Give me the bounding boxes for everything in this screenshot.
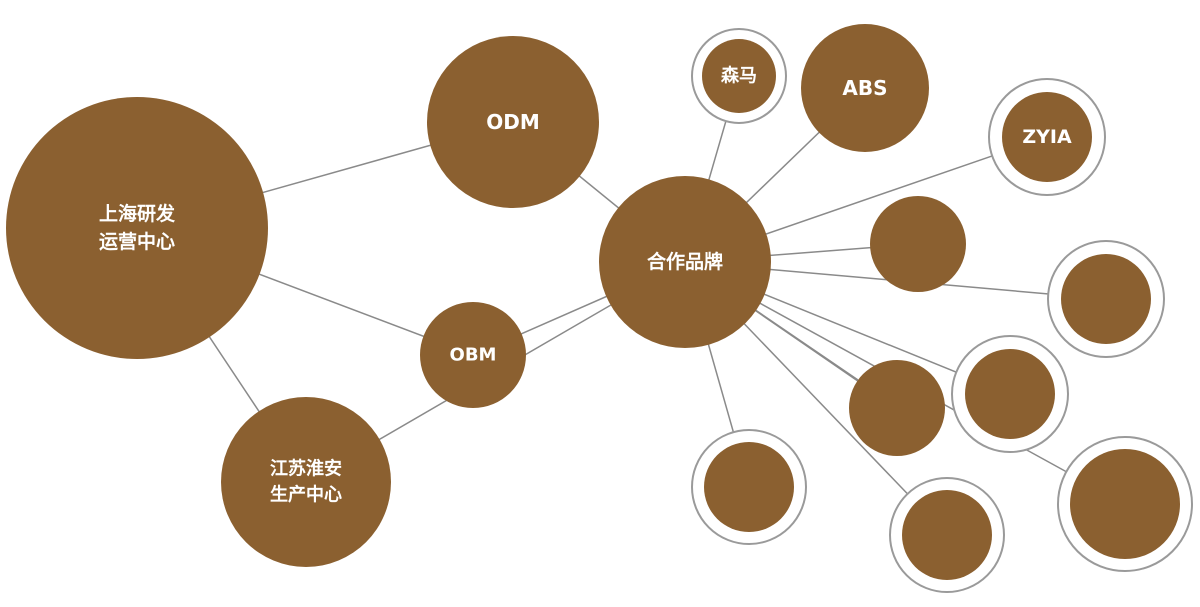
node-circle-shanghai [6, 97, 268, 359]
node-circle-brand9 [902, 490, 992, 580]
node-odm: ODM [427, 36, 599, 208]
node-label-hub-0: 合作品牌 [647, 250, 723, 273]
node-label-jiangsu-0: 江苏淮安 [270, 457, 342, 479]
node-label-jiangsu-1: 生产中心 [270, 484, 342, 506]
node-brand7 [849, 360, 945, 456]
node-circle-brand4 [870, 196, 966, 292]
node-label-shanghai-1: 运营中心 [99, 230, 175, 253]
node-circle-odm [427, 36, 599, 208]
node-semir: 森马 [691, 28, 787, 124]
node-circle-brand8 [704, 442, 794, 532]
node-brand4 [870, 196, 966, 292]
node-abs: ABS [801, 24, 929, 152]
node-brand8 [691, 429, 807, 545]
node-circle-brand6 [965, 349, 1055, 439]
node-label-zyia-0: ZYIA [1022, 126, 1072, 148]
node-circle-semir [702, 39, 776, 113]
node-zyia: ZYIA [988, 78, 1106, 196]
node-circle-brand5 [1061, 254, 1151, 344]
node-circle-jiangsu [221, 397, 391, 567]
node-circle-abs [801, 24, 929, 152]
node-label-semir-0: 森马 [721, 65, 757, 87]
node-brand10 [1057, 436, 1193, 572]
node-brand5 [1047, 240, 1165, 358]
node-circle-brand10 [1070, 449, 1180, 559]
node-circle-hub [599, 176, 771, 348]
node-brand6 [951, 335, 1069, 453]
node-brand9 [889, 477, 1005, 593]
node-hub: 合作品牌 [599, 176, 771, 348]
node-obm: OBM [420, 302, 526, 408]
node-label-shanghai-0: 上海研发 [99, 202, 176, 225]
node-label-obm-0: OBM [450, 345, 497, 366]
node-label-abs-0: ABS [842, 76, 887, 100]
node-circle-obm [420, 302, 526, 408]
node-circle-brand7 [849, 360, 945, 456]
node-label-odm-0: ODM [486, 110, 540, 134]
node-circle-zyia [1002, 92, 1092, 182]
